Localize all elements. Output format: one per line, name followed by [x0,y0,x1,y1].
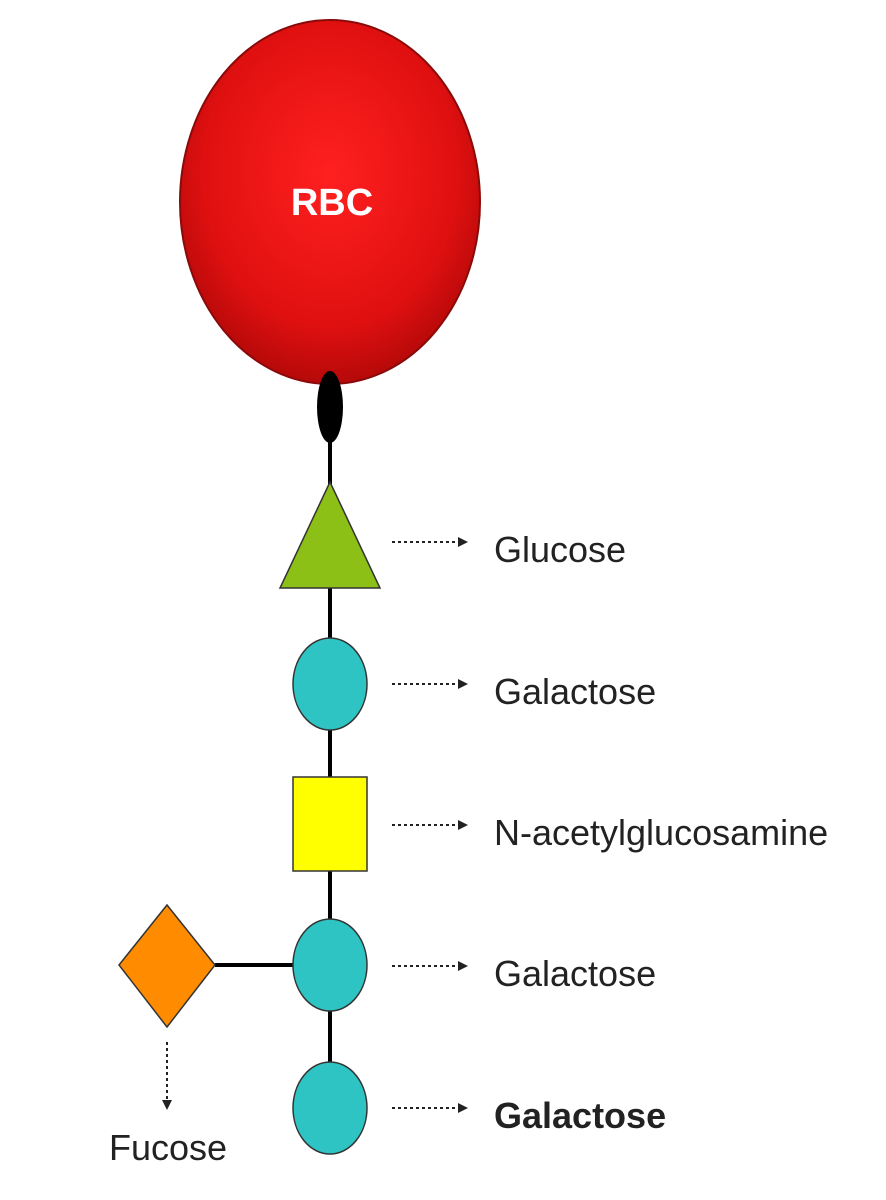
label-glucose: Glucose [494,529,626,570]
fucose-diamond [118,903,216,1029]
label-galactose-1: Galactose [494,671,656,712]
n-acetylglucosamine-square [292,776,368,872]
galactose-circle-1 [292,637,368,731]
rbc-label: RBC [291,182,373,224]
label-fucose: Fucose [109,1127,227,1168]
galactose-circle-3 [292,1061,368,1155]
galactose-circle-2 [292,918,368,1012]
label-galactose-3: Galactose [494,1095,666,1136]
label-n-acetylglucosamine: N-acetylglucosamine [494,812,828,853]
membrane-anchor [317,371,343,443]
label-galactose-2: Galactose [494,953,656,994]
glucose-triangle [278,480,382,589]
